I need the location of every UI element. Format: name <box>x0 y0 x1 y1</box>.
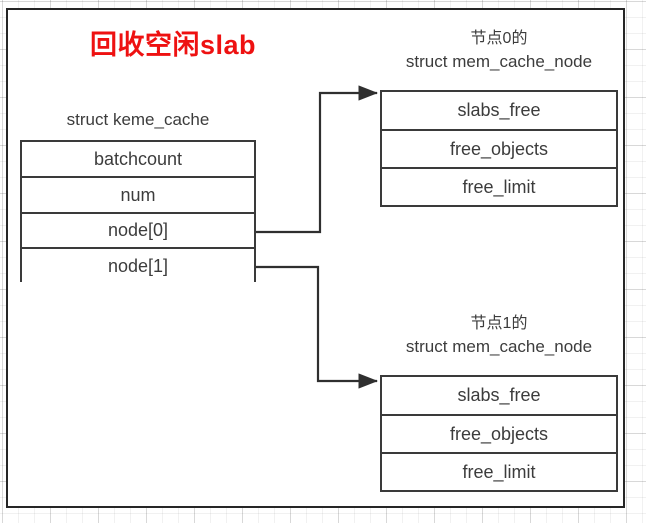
keme-cache-box: batchcount num node[0] node[1] <box>20 140 256 284</box>
keme-cache-row-num-label: num <box>120 184 156 205</box>
mem-cache-node0-row-slabs-free-label: slabs_free <box>457 100 541 120</box>
mem-cache-node1-box: slabs_free free_objects free_limit <box>380 375 618 492</box>
mem-cache-node1-caption-line2: struct mem_cache_node <box>405 337 593 356</box>
mem-cache-node1-row-free-limit-label: free_limit <box>462 461 536 482</box>
mem-cache-node0-row-free-objects[interactable]: free_objects <box>382 131 616 169</box>
mem-cache-node0-row-free-limit-label: free_limit <box>462 176 536 197</box>
mem-cache-node1-row-free-objects-label: free_objects <box>449 423 549 444</box>
keme-cache-row-batchcount[interactable]: batchcount <box>22 142 254 178</box>
keme-cache-row-node0[interactable]: node[0] <box>22 214 254 249</box>
keme-cache-caption: struct keme_cache <box>20 108 256 131</box>
mem-cache-node0-row-free-objects-label: free_objects <box>449 138 549 159</box>
mem-cache-node1-row-free-objects[interactable]: free_objects <box>382 416 616 454</box>
mem-cache-node0-caption: 节点0的 struct mem_cache_node <box>380 27 618 73</box>
mem-cache-node0-row-slabs-free[interactable]: slabs_free <box>382 92 616 131</box>
mem-cache-node0-row-free-limit[interactable]: free_limit <box>382 169 616 205</box>
mem-cache-node0-caption-line2: struct mem_cache_node <box>405 52 593 71</box>
mem-cache-node0-caption-line1: 节点0的 <box>470 30 528 47</box>
keme-cache-row-batchcount-label: batchcount <box>93 148 183 169</box>
keme-cache-row-node1-label: node[1] <box>107 256 169 276</box>
mem-cache-node1-row-free-limit[interactable]: free_limit <box>382 454 616 490</box>
mem-cache-node0-box: slabs_free free_objects free_limit <box>380 90 618 207</box>
mem-cache-node1-row-slabs-free-label: slabs_free <box>457 385 541 405</box>
diagram-title: 回收空闲slab <box>89 30 257 60</box>
keme-cache-row-num[interactable]: num <box>22 178 254 214</box>
mem-cache-node1-row-slabs-free[interactable]: slabs_free <box>382 377 616 416</box>
keme-cache-row-node1[interactable]: node[1] <box>22 249 254 284</box>
mem-cache-node1-caption: 节点1的 struct mem_cache_node <box>380 312 618 358</box>
keme-cache-caption-text: struct keme_cache <box>66 110 210 129</box>
mem-cache-node1-caption-line1: 节点1的 <box>470 315 528 332</box>
keme-cache-row-node0-label: node[0] <box>107 220 169 240</box>
